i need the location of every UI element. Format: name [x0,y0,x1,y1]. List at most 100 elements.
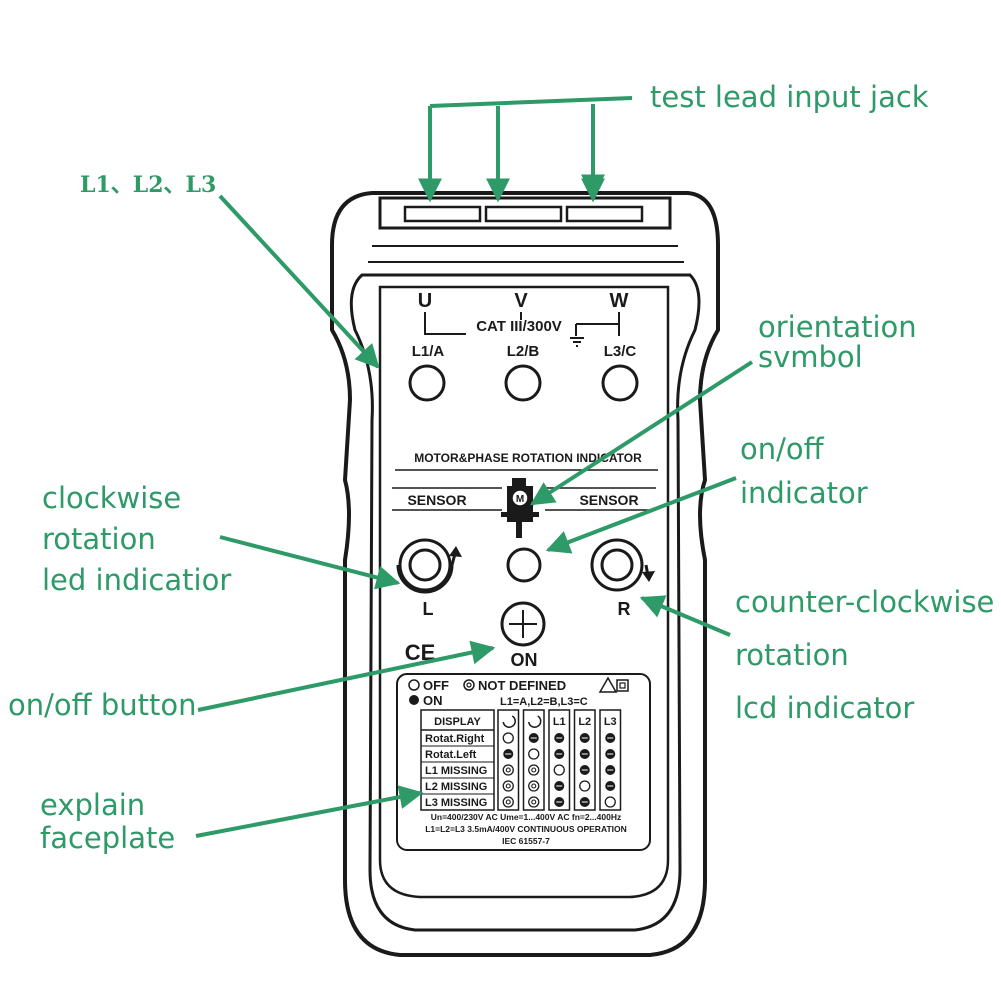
table-column-5 [599,709,622,811]
status-nd-icon [528,796,540,808]
callout-onoff-button: on/off button [8,688,197,722]
callout-test-lead: test lead input jack [650,80,929,114]
spec-line-3: IEC 61557-7 [502,836,550,846]
clockwise-led [396,538,462,594]
legend-nd-icon [463,679,475,691]
status-nd-inner [505,799,511,805]
callout-lines [195,96,754,838]
onoff-button[interactable] [500,601,546,647]
callout-clockwise-line-3: led indicatior [42,563,232,597]
status-off-icon [553,764,565,776]
table-row-label: L2 MISSING [425,781,487,793]
inner-bumper [349,273,701,932]
on-label: ON [511,650,538,670]
status-nd-icon [502,796,514,808]
terminal-1-jack[interactable] [408,364,446,402]
terminal-wiring [424,312,620,336]
table-row-label: L3 MISSING [425,797,487,809]
table-column-3 [548,709,571,811]
table-header-l1: L1 [553,716,566,728]
status-off-icon [502,732,514,744]
led-left-label: L [423,599,434,619]
terminal-1-label: L1/A [412,343,445,360]
callout-line-onoff-ind [545,476,737,554]
callout-onoff-line-2: indicator [740,476,868,510]
callout-line-clockwise [219,535,401,590]
table-row-label: Rotat.Left [425,749,477,761]
status-nd-inner [531,767,537,773]
status-off-icon [579,780,591,792]
legend-on-icon [409,695,419,705]
spec-line-1: Un=400/230V AC Ume=1...400V AC fn=2...40… [431,812,621,822]
double-insulation-icon-inner [619,682,626,689]
status-nd-inner [531,799,537,805]
rotation-cw-icon [528,715,542,728]
terminal-w-letter: W [610,290,629,312]
status-nd-icon [528,780,540,792]
device-title: MOTOR&PHASE ROTATION INDICATOR [414,451,642,465]
callout-line-explain [195,785,424,838]
callout-counter-clockwise: counter-clockwise rotation lcd indicator [735,576,994,735]
table-row-label: Rotat.Right [425,733,485,745]
terminal-2-label: L2/B [507,343,540,360]
status-nd-inner [505,767,511,773]
terminal-v-letter: V [514,290,528,312]
motor-m-symbol: M [516,494,524,505]
status-nd-icon [502,764,514,776]
terminal-2-jack[interactable] [504,364,542,402]
callout-onoff-line-1: on/off [740,432,824,466]
led-right-label: R [618,599,631,619]
warning-icon [598,676,618,693]
legend-on: ON [423,693,443,708]
callout-clockwise: clockwise rotation led indicatior [42,478,231,601]
ground-symbol [570,337,584,347]
callout-orientation: orientation svmbol [758,312,917,372]
callout-orientation-line-2: svmbol [758,340,863,374]
callout-explain-line-2: faceplate [40,821,176,855]
status-off-icon [604,796,616,808]
callout-clockwise-line-2: rotation [42,522,156,556]
table-header-l3: L3 [604,716,617,728]
callout-line-orientation [529,360,754,506]
table-header-display: DISPLAY [434,716,481,728]
table-row-label: L1 MISSING [425,765,487,777]
terminal-3-label: L3/C [604,343,637,360]
legend-nd: NOT DEFINED [478,678,566,693]
callout-explain-line-1: explain [40,788,146,822]
sensor-label-right: SENSOR [579,492,638,508]
callout-orientation-line-1: orientation [758,310,917,344]
callout-explain: explain faceplate [40,789,175,855]
status-nd-inner [505,783,511,789]
status-nd-icon [528,764,540,776]
callout-line-l123 [218,194,380,369]
callout-l123: L1、L2、L3 [80,172,217,198]
status-nd-icon [502,780,514,792]
sensor-label-left: SENSOR [407,492,466,508]
legend-off: OFF [423,678,449,693]
legend-nd-icon-inner [466,682,472,688]
status-nd-inner [531,783,537,789]
jack-slot-2[interactable] [484,205,563,223]
table-label-column [420,709,495,811]
table-header-l2: L2 [578,716,591,728]
table-column-1 [497,709,520,811]
callout-line-test-lead [428,96,633,196]
terminal-3-jack[interactable] [601,364,639,402]
mapping-label: L1=A,L2=B,L3=C [500,696,588,708]
spec-line-2: L1=L2=L3 3.5mA/400V CONTINUOUS OPERATION [425,824,627,834]
callout-line-onoff-btn [197,640,496,712]
callout-counter-line-3: lcd indicator [735,691,915,725]
table-column-2 [522,709,545,811]
callout-onoff-indicator: on/off indicator [740,427,868,515]
callout-counter-line-2: rotation [735,638,849,672]
rotation-ccw-icon [502,715,516,728]
status-off-icon [528,748,540,760]
jack-slot-3[interactable] [565,205,644,223]
counter-clockwise-led [590,538,655,592]
terminal-u-letter: U [418,290,432,312]
jack-slot-1[interactable] [403,205,482,223]
onoff-indicator-led [506,547,542,583]
